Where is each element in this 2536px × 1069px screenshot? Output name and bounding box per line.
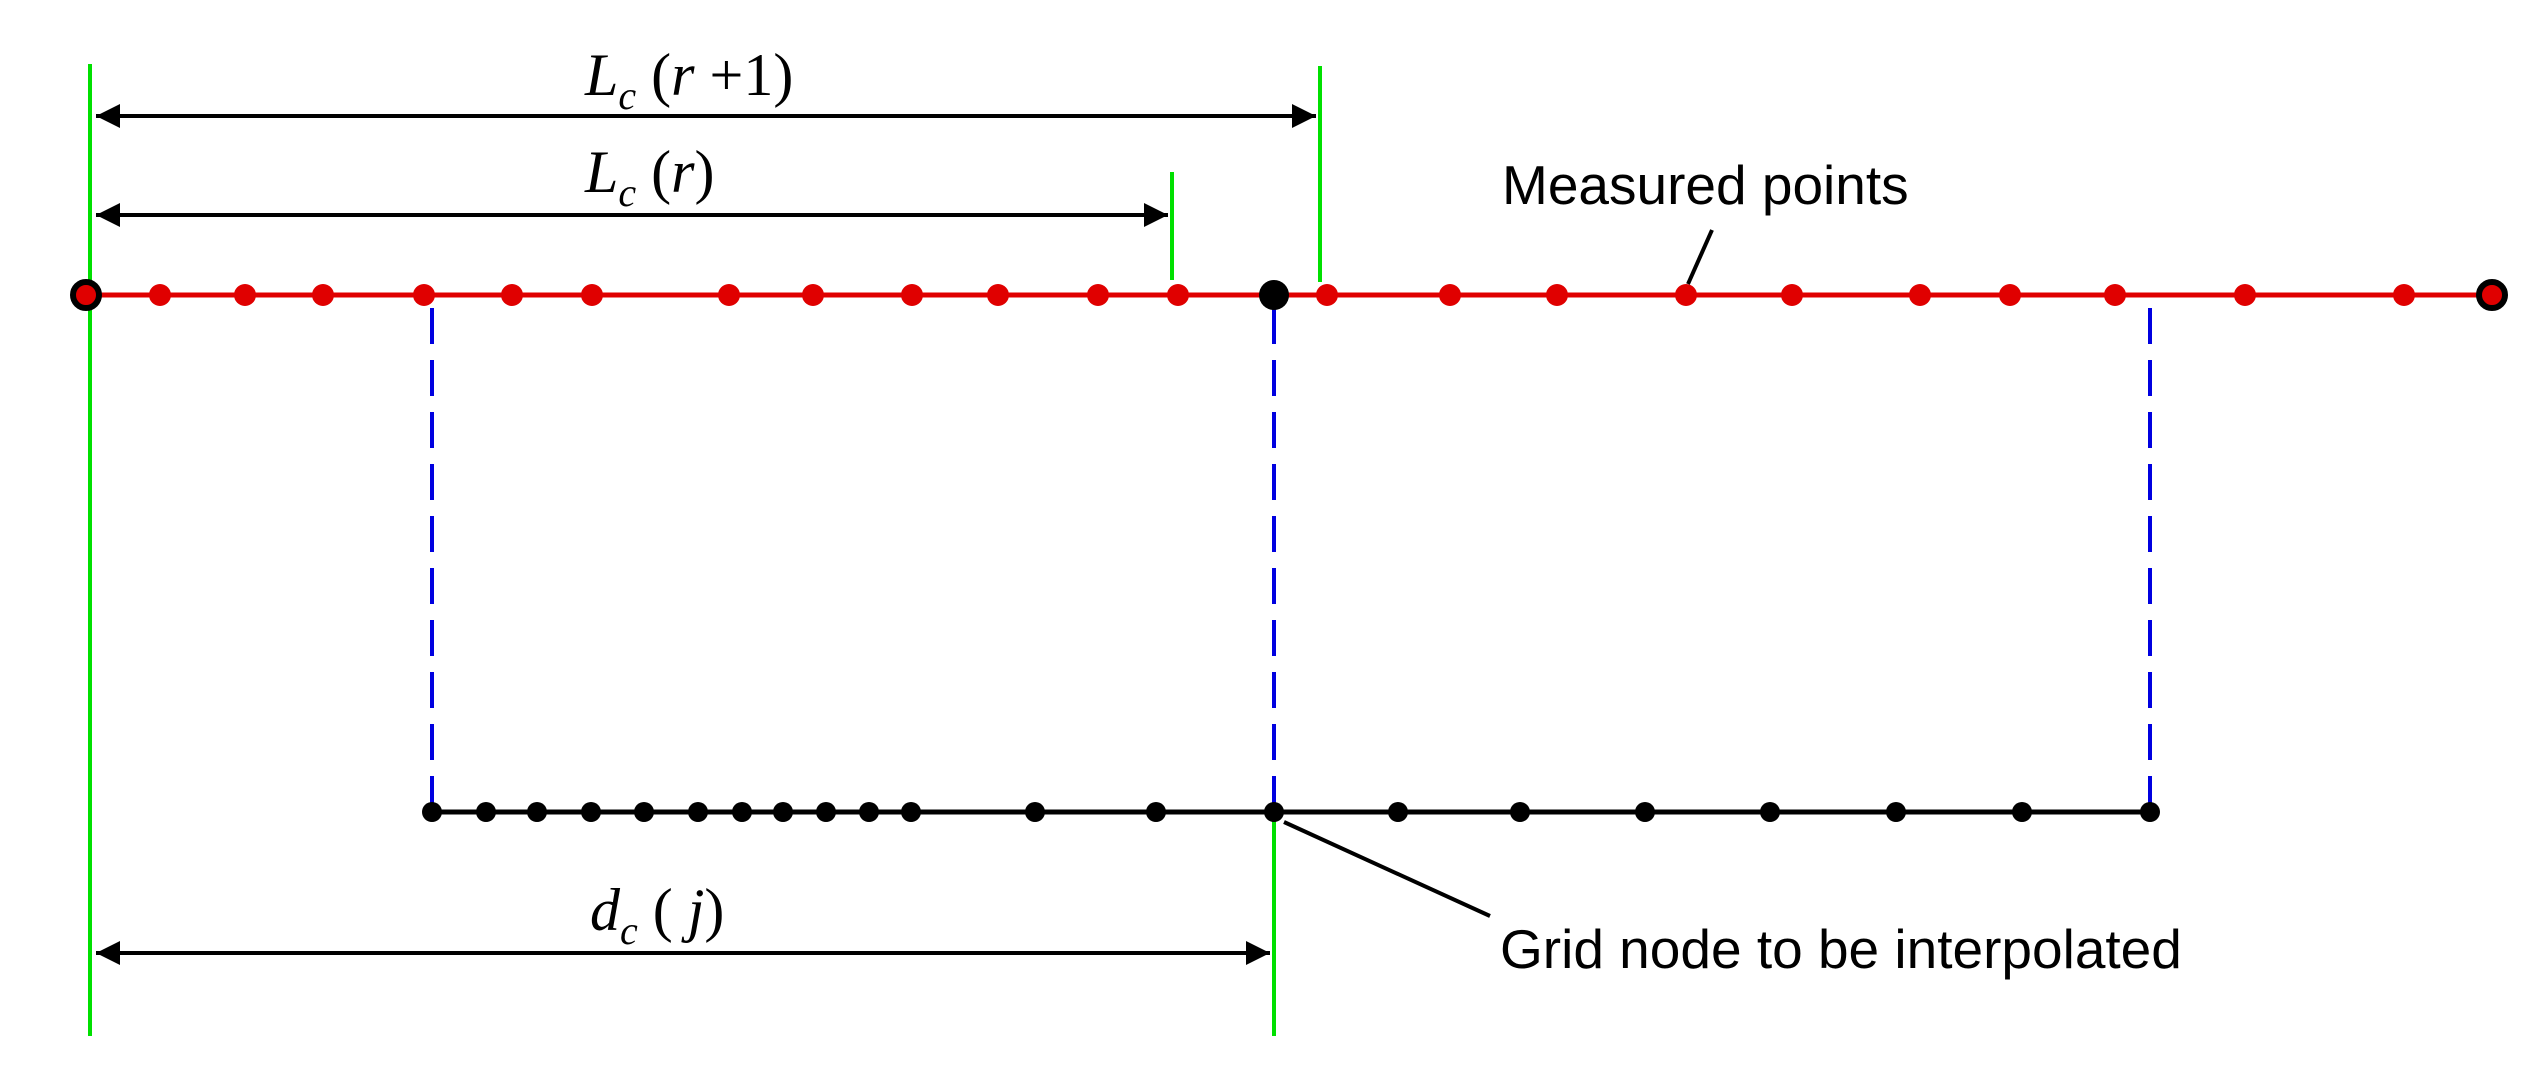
label-lc-r-plus-1: Lc (r +1) <box>584 42 793 118</box>
measured-point <box>234 284 256 306</box>
grid-node <box>1635 802 1655 822</box>
measured-point <box>1675 284 1697 306</box>
grid-node <box>2012 802 2032 822</box>
grid-node <box>859 802 879 822</box>
grid-node <box>527 802 547 822</box>
label-grid-node: Grid node to be interpolated <box>1500 918 2182 980</box>
measured-point <box>2393 284 2415 306</box>
measured-point <box>2234 284 2256 306</box>
grid-node <box>476 802 496 822</box>
measured-point <box>1087 284 1109 306</box>
measured-endpoint-left <box>70 279 102 311</box>
grid-node <box>732 802 752 822</box>
measured-point <box>1167 284 1189 306</box>
measured-point <box>501 284 523 306</box>
measured-point <box>581 284 603 306</box>
grid-node <box>688 802 708 822</box>
label-measured-points: Measured points <box>1502 154 1909 216</box>
grid-node <box>1146 802 1166 822</box>
leader-grid-node <box>1283 820 1491 918</box>
measured-point <box>413 284 435 306</box>
measured-point <box>1439 284 1461 306</box>
grid-node <box>901 802 921 822</box>
grid-node <box>634 802 654 822</box>
measured-point <box>802 284 824 306</box>
measured-point <box>718 284 740 306</box>
measured-point <box>312 284 334 306</box>
grid-node <box>1025 802 1045 822</box>
grid-node <box>581 802 601 822</box>
grid-node <box>1760 802 1780 822</box>
measured-point <box>1781 284 1803 306</box>
grid-node <box>2140 802 2160 822</box>
label-dc-j: dc ( j) <box>590 877 724 953</box>
grid-points-group <box>422 802 2160 822</box>
measured-point <box>1909 284 1931 306</box>
measured-points-group <box>149 284 2415 306</box>
measured-point <box>987 284 1009 306</box>
grid-node <box>422 802 442 822</box>
measured-point <box>1546 284 1568 306</box>
grid-node <box>1886 802 1906 822</box>
measured-point <box>1316 284 1338 306</box>
measured-point <box>1999 284 2021 306</box>
grid-node <box>816 802 836 822</box>
measured-point <box>149 284 171 306</box>
label-lc-r: Lc (r) <box>584 139 714 215</box>
grid-node-interpolated <box>1264 802 1284 822</box>
measured-point <box>901 284 923 306</box>
measured-endpoint-right <box>2476 279 2508 311</box>
measured-point <box>2104 284 2126 306</box>
grid-node <box>1510 802 1530 822</box>
grid-node <box>1388 802 1408 822</box>
grid-node <box>773 802 793 822</box>
measured-node-projected <box>1259 280 1289 310</box>
leader-measured-points <box>1686 229 1714 285</box>
